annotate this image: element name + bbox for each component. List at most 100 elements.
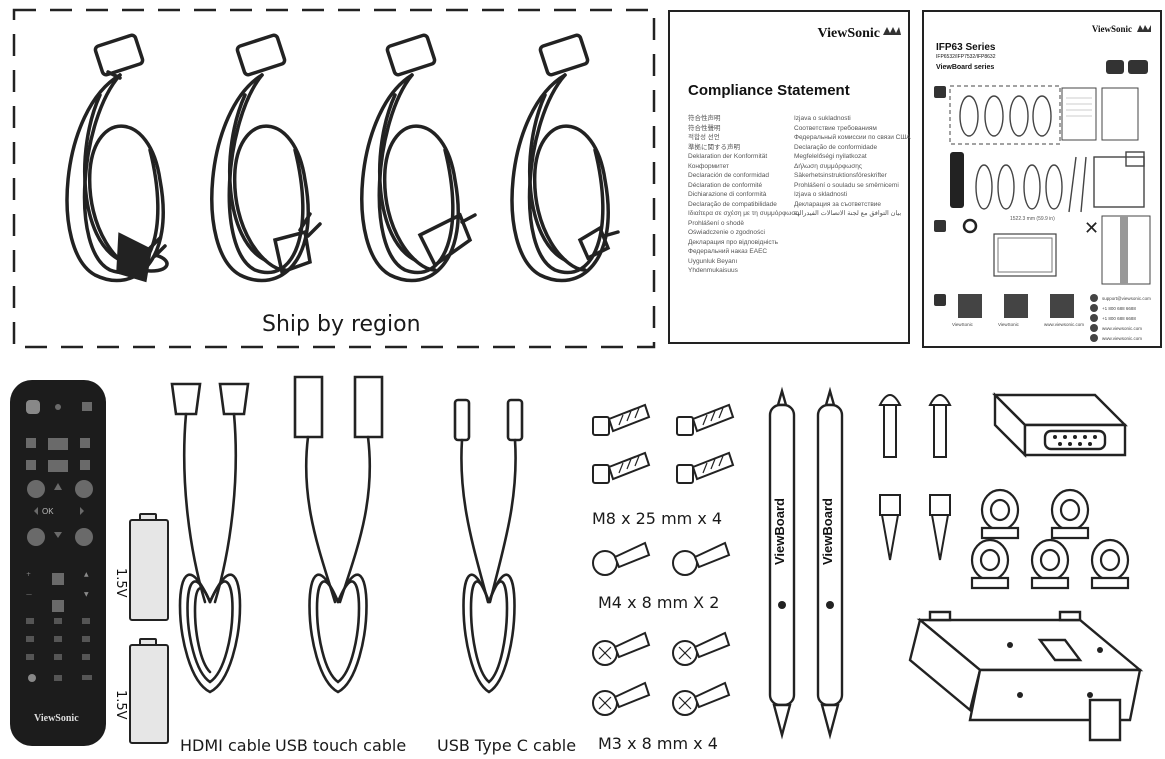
compliance-line: Декларация про відповідність <box>688 238 778 246</box>
qr-caption: www.viewsonic.com <box>1044 322 1085 327</box>
contact-line: www.viewsonic.com <box>1102 336 1143 341</box>
birds-logo-icon <box>1137 25 1151 32</box>
compliance-line: بيان التوافق مع لجنة الاتصالات الفيدرالي… <box>794 210 902 217</box>
cable-clip-icon <box>1090 538 1130 590</box>
compliance-line: Uygunluk Beyanı <box>688 257 738 265</box>
pen-tip-icon <box>928 394 952 458</box>
model-list: IFP6532/IFP7532/IFP8632 <box>936 54 996 60</box>
usb-type-c-cable-label: USB Type C cable <box>437 736 577 755</box>
pen-label: ViewBoard <box>820 498 835 565</box>
compliance-line: 符合性聲明 <box>688 124 721 132</box>
quick-guide-illustration: ✕ <box>934 60 1151 342</box>
hdmi-cable-label: HDMI cable <box>180 736 272 755</box>
compliance-line: Федеральний наказ ЕАЕС <box>688 248 768 255</box>
compliance-line: Dichiarazione di conformità <box>688 191 767 198</box>
usb-touch-cable-label: USB touch cable <box>275 736 407 755</box>
product-subtitle: ViewBoard series <box>936 64 995 71</box>
contact-line: +1 800 688 6688 <box>1102 306 1136 311</box>
pen-tip-icon <box>878 394 902 458</box>
compliance-line: Megfelelőségi nyilatkozat <box>794 153 867 160</box>
cables-illustration <box>170 375 524 694</box>
contact-line: support@viewsonic.com <box>1102 296 1151 301</box>
pen-tip-icon <box>929 494 951 561</box>
birds-logo-icon <box>883 27 901 35</box>
m4-screw-icon <box>592 541 651 576</box>
mounting-bracket-icon <box>908 610 1144 742</box>
pen-tips <box>878 394 952 561</box>
contact-list: support@viewsonic.com +1 800 688 6688 +1… <box>1102 294 1151 344</box>
compliance-line: Declaración de conformidad <box>688 172 769 179</box>
compliance-line: Δήλωση συμμόρφωσης <box>794 162 863 170</box>
compliance-line: Соответствие требованиям <box>794 124 877 132</box>
stylus-pens <box>768 386 844 740</box>
contact-line: +1 800 688 6688 <box>1102 316 1136 321</box>
battery-voltage-label: 1.5V <box>113 690 128 720</box>
compliance-line: Федеральный комиссии по связи США <box>794 134 911 141</box>
svg-text:▼: ▼ <box>84 591 89 598</box>
compliance-line: Yhdenmukaisuus <box>688 267 738 274</box>
usb-c-cable <box>453 398 524 694</box>
qr-caption: ViewSonic <box>998 322 1019 327</box>
cable-clip-icon <box>970 538 1010 590</box>
power-cord-us <box>65 33 169 283</box>
screws-illustration <box>592 403 735 716</box>
compliance-line: Déclaration de conformité <box>688 181 763 189</box>
stylus-pen-icon <box>816 386 844 740</box>
cable-clip-icon <box>1050 488 1090 540</box>
dimension-label: 1522.3 mm (59.9 in) <box>1010 216 1055 222</box>
cable-clips <box>970 488 1130 590</box>
power-cord-uk <box>510 33 620 283</box>
compliance-line: 적합성 선언 <box>688 134 720 141</box>
svg-text:+: + <box>26 571 31 578</box>
contact-line: www.viewsonic.com <box>1102 326 1143 331</box>
remote-brand-label: ViewSonic <box>34 713 79 724</box>
battery-voltage-label: 1.5V <box>113 568 128 598</box>
compliance-col-2: Izjava o sukladnosti Соответствие требов… <box>794 114 911 219</box>
series-name: IFP63 Series <box>936 42 996 53</box>
compliance-statement-document: ViewSonic Compliance Statement 符合性声明 符合性… <box>668 10 911 344</box>
brand-logo: ViewSonic <box>817 26 880 41</box>
ship-by-region-label: Ship by region <box>262 312 421 337</box>
hdmi-cable <box>170 382 250 694</box>
compliance-line: Declaração de compatibilidade <box>688 200 777 208</box>
compliance-col-1: 符合性声明 符合性聲明 적합성 선언 準拠に関する声明 Deklaration … <box>688 114 799 276</box>
m3-screw-label: M3 x 8 mm x 4 <box>598 734 718 753</box>
cable-clip-icon <box>980 488 1020 540</box>
power-cord-au <box>210 33 322 283</box>
stylus-pen-icon <box>768 386 796 740</box>
brand-logo: ViewSonic <box>1091 24 1132 34</box>
compliance-line: Säkerhetsinstruktionsföreskrifter <box>794 172 887 179</box>
usb-touch-cable <box>293 375 384 694</box>
power-cords-panel <box>12 8 656 349</box>
compliance-line: Izjava o skladnosti <box>794 191 848 198</box>
compliance-line: 準拠に関する声明 <box>688 143 740 151</box>
power-cord-eu <box>360 33 477 283</box>
batteries <box>129 513 169 744</box>
svg-text:✕: ✕ <box>1084 218 1099 239</box>
cable-clip-icon <box>1030 538 1070 590</box>
compliance-line: Prohlášení o souladu se směrnicemi <box>794 181 899 189</box>
m8-screw-label: M8 x 25 mm x 4 <box>592 509 723 528</box>
qr-caption: ViewSonic <box>952 322 973 327</box>
remote-control: + — ▲ ▼ <box>10 380 106 746</box>
quick-start-guide-document: ViewSonic IFP63 Series IFP6532/IFP7532/I… <box>922 10 1162 348</box>
m4-screw-label: M4 x 8 mm X 2 <box>598 593 720 612</box>
compliance-line: Конформитет <box>688 162 729 170</box>
compliance-line: Ιδιαίτερα σε σχέση με τη συμμόρφωση <box>688 210 799 217</box>
compliance-line: Declaração de conformidade <box>794 143 878 151</box>
battery <box>129 513 169 744</box>
compliance-line: Декларация за съответствие <box>794 200 882 208</box>
m4-screw-icon <box>672 541 731 576</box>
compliance-line: Izjava o sukladnosti <box>794 115 851 122</box>
pen-label: ViewBoard <box>772 498 787 565</box>
compliance-title: Compliance Statement <box>688 82 850 99</box>
compliance-line: 符合性声明 <box>688 115 721 122</box>
pen-tip-icon <box>879 494 901 561</box>
compliance-line: Oświadczenie o zgodności <box>688 229 765 236</box>
compliance-line: Deklaration der Konformität <box>688 153 768 160</box>
remote-ok-label: OK <box>42 507 54 516</box>
svg-text:—: — <box>26 591 32 598</box>
compliance-line: Prohlášení o shodě <box>688 219 745 227</box>
svg-text:▲: ▲ <box>84 571 89 578</box>
serial-adapter-icon <box>992 392 1128 458</box>
